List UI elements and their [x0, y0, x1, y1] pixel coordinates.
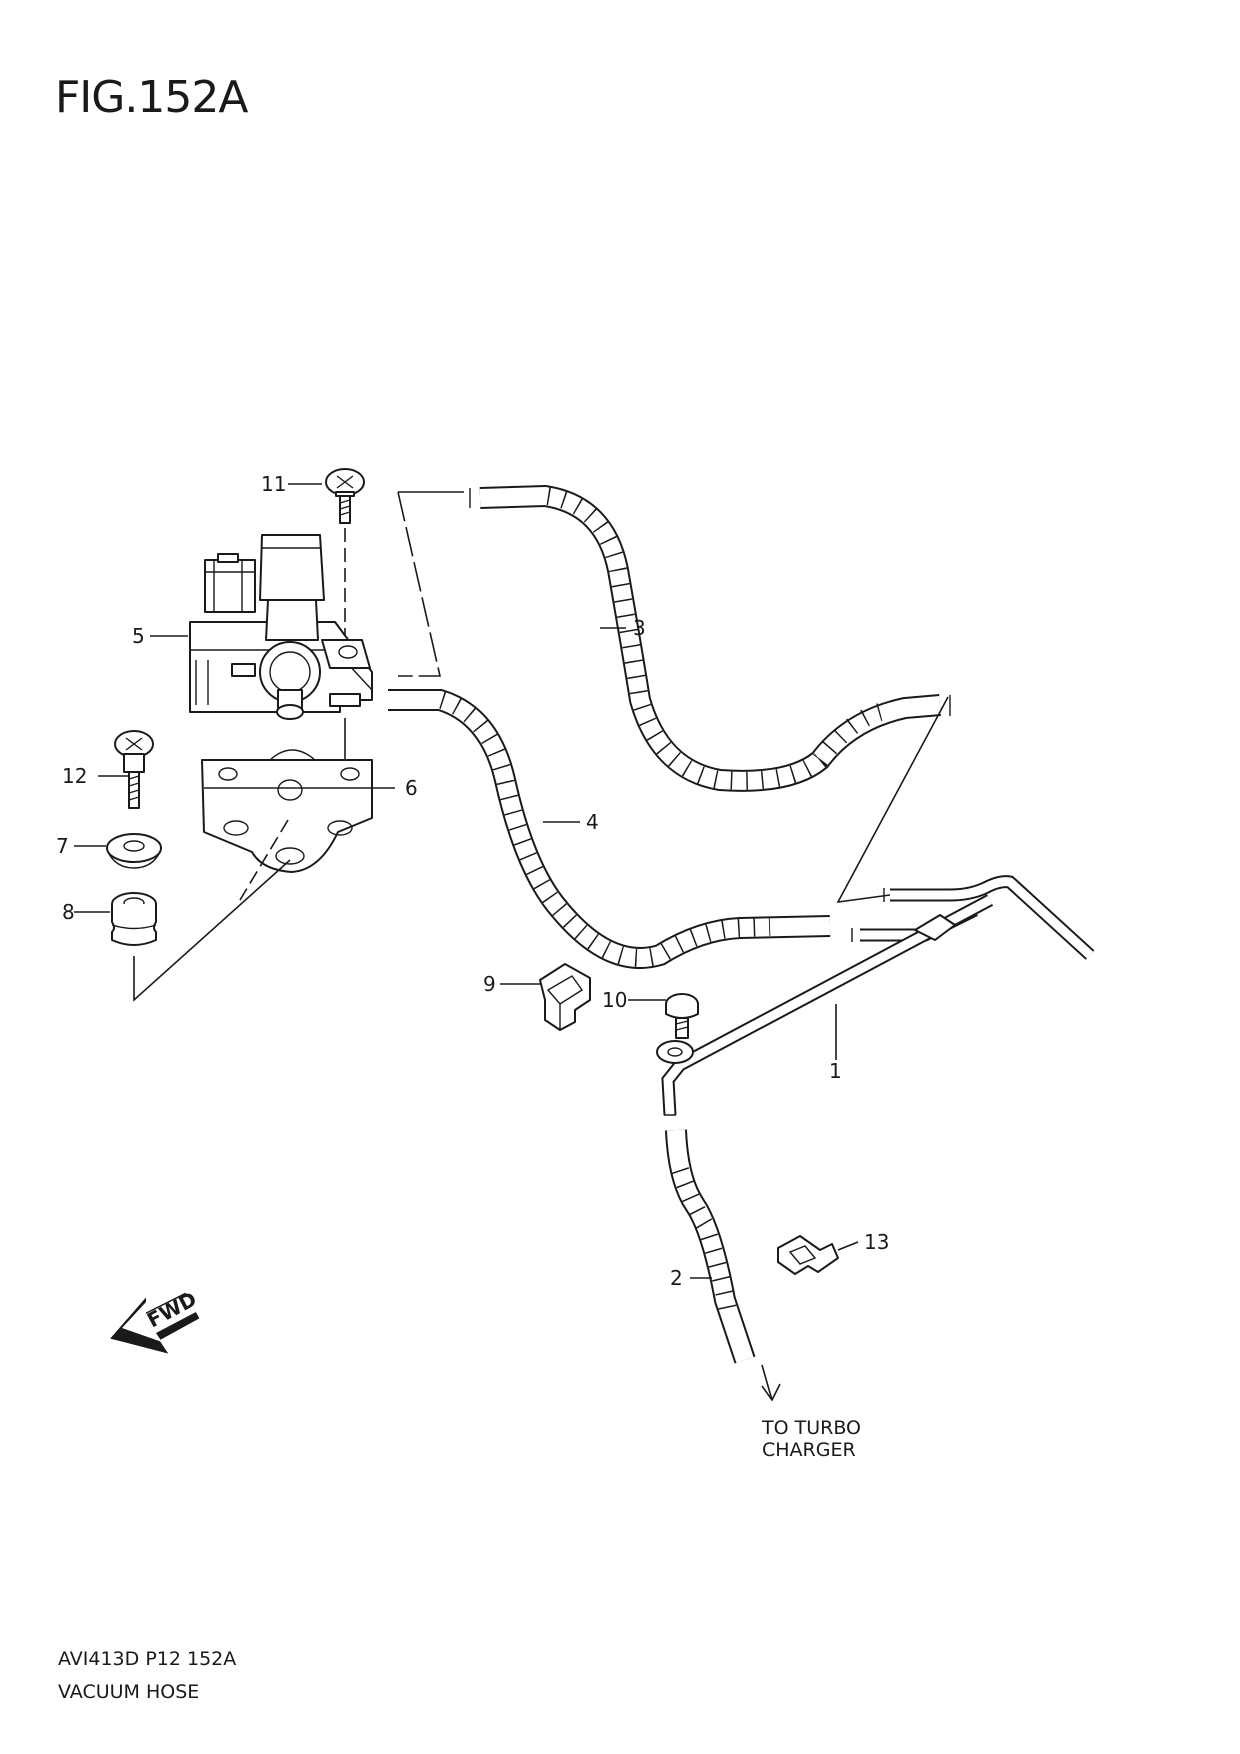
callout-9: 9 [483, 972, 496, 996]
callout-2: 2 [670, 1266, 683, 1290]
callout-1: 1 [829, 1059, 842, 1083]
part-13-clip[interactable] [777, 1235, 839, 1275]
callout-3: 3 [633, 616, 646, 640]
note-line-1: TO TURBO [761, 1417, 861, 1439]
callout-11: 11 [261, 472, 286, 496]
part-8-grommet[interactable] [111, 892, 157, 946]
callout-4: 4 [586, 810, 599, 834]
part-7-washer[interactable] [106, 833, 162, 869]
part-4-hose[interactable] [388, 689, 831, 969]
part-10-bolt[interactable] [665, 993, 699, 1039]
callout-5: 5 [132, 624, 145, 648]
part-11-screw[interactable] [325, 468, 365, 524]
callout-8: 8 [62, 900, 75, 924]
callout-10: 10 [602, 988, 627, 1012]
footer-code: AVI413D P12 152A [58, 1648, 237, 1670]
callout-12: 12 [62, 764, 87, 788]
callout-7: 7 [56, 834, 69, 858]
part-12-screw[interactable] [114, 730, 154, 809]
footer-name: VACUUM HOSE [58, 1681, 200, 1703]
part-1-pipe[interactable] [656, 875, 1095, 1116]
part-9-clamp[interactable] [539, 963, 591, 1031]
figure-title: FIG.152A [55, 72, 248, 123]
callout-6: 6 [405, 776, 418, 800]
fwd-arrow-icon: FWD [110, 1287, 201, 1354]
part-2-hose[interactable] [665, 1129, 756, 1364]
note-line-2: CHARGER [762, 1439, 856, 1461]
part-3-hose[interactable] [469, 484, 951, 792]
part-5-solenoid-valve[interactable] [189, 534, 373, 720]
callout-13: 13 [864, 1230, 889, 1254]
part-6-bracket[interactable] [201, 749, 373, 873]
